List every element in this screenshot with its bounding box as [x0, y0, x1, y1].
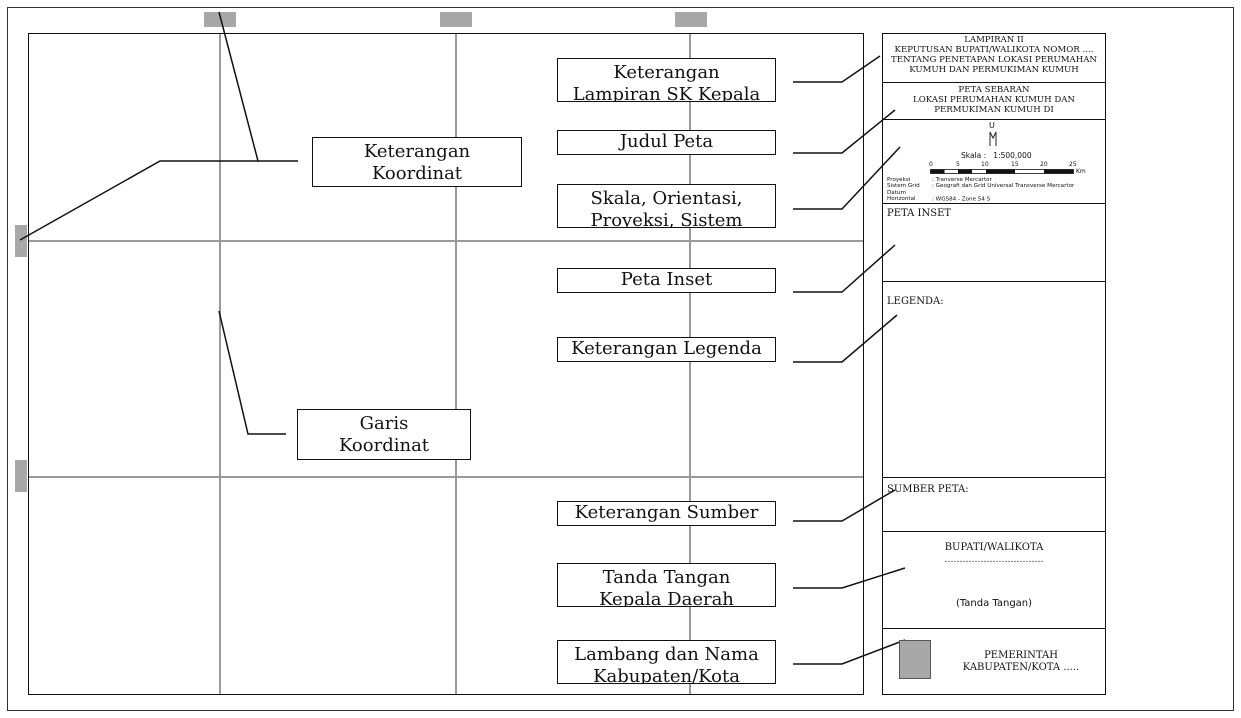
callout-sumber-line-1: Keterangan Sumber: [574, 502, 759, 523]
panel-legend: LEGENDA:: [883, 282, 1105, 478]
title-line-3: PERMUKIMAN KUMUH DI: [934, 105, 1054, 115]
callout-judul-peta: Judul Peta: [557, 130, 776, 155]
panel-scale-orientation: U Skala : 1:500,000 0 5 10 15 20 25 Km P…: [883, 120, 1105, 204]
title-line-1: PETA SEBARAN: [958, 85, 1030, 95]
grid-tick-left-1: [15, 225, 27, 257]
callout-legenda-line-1: Keterangan Legenda: [571, 338, 762, 359]
leader-skala: [793, 146, 901, 210]
grid-line-horizontal-1: [29, 240, 863, 242]
callout-keterangan-koordinat: Keterangan Koordinat: [312, 137, 522, 187]
panel-source: SUMBER PETA:: [883, 478, 1105, 532]
callout-keterangan-legenda: Keterangan Legenda: [557, 337, 776, 362]
leader-koordinat-left: [19, 160, 258, 241]
scale-tick-15: 15: [1011, 161, 1019, 168]
leader-ttd: [793, 567, 906, 589]
callout-ttd-line-1: Tanda Tangan: [602, 567, 731, 588]
callout-skala-line-2: Proyeksi, Sistem: [590, 210, 743, 228]
grid-tick-left-2: [15, 460, 27, 492]
leader-lambang: [793, 639, 906, 665]
grid-tick-top-1: [204, 12, 236, 27]
leader-legenda: [793, 314, 898, 363]
projection-block: Proyeksi : Tranverse Mercartor Sistem Gri…: [887, 177, 1074, 203]
callout-lampiran-line-1: Keterangan: [613, 62, 720, 83]
header-line-3: TENTANG PENETAPAN LOKASI PERUMAHAN: [891, 55, 1097, 65]
sheet-border: [7, 7, 1234, 711]
callout-lambang-line-2: Kabupaten/Kota: [593, 666, 740, 684]
grid-tick-top-3: [675, 12, 707, 27]
header-line-4: KUMUH DAN PERMUKIMAN KUMUH: [909, 65, 1079, 75]
callout-judul-line-1: Judul Peta: [619, 131, 714, 152]
proj-row-2: Sistem Grid : Geografi dan Grid Universal…: [887, 183, 1074, 189]
leader-judul: [793, 109, 896, 154]
callout-garis-koordinat: Garis Koordinat: [297, 409, 471, 460]
scale-tick-5: 5: [956, 161, 960, 168]
scale-bar: [930, 169, 1074, 174]
scale-tick-10: 10: [981, 161, 989, 168]
proj-key-2: Sistem Grid: [887, 183, 920, 190]
panel-inset-map: PETA INSET: [883, 204, 1105, 282]
callout-tanda-tangan: Tanda Tangan Kepala Daerah: [557, 563, 776, 607]
signature-dots: ……………………………: [944, 555, 1044, 565]
proj-row-1: Proyeksi : Tranverse Mercartor: [887, 177, 1074, 183]
panel-signature: BUPATI/WALIKOTA …………………………… (Tanda Tanga…: [883, 532, 1105, 629]
proj-val-3: : WGS84 - Zone 54 S: [932, 196, 991, 203]
proj-val-2: : Geografi dan Grid Universal Transverse…: [932, 183, 1075, 190]
government-label: PEMERINTAH KABUPATEN/KOTA .....: [937, 650, 1105, 674]
callout-garis-line-2: Koordinat: [338, 435, 430, 456]
proj-key-3: Datum Horizontal: [887, 189, 916, 203]
callout-keterangan-sumber: Keterangan Sumber: [557, 501, 776, 526]
regional-emblem-icon: [899, 640, 931, 679]
callout-skala-line-1: Skala, Orientasi,: [590, 188, 743, 209]
leader-sumber: [793, 489, 896, 522]
callout-lambang-line-1: Lambang dan Nama: [574, 644, 759, 665]
leader-lampiran: [793, 55, 881, 83]
signature-note: (Tanda Tangan): [955, 598, 1033, 609]
north-arrow-icon: [989, 131, 997, 146]
inset-label: PETA INSET: [887, 208, 952, 219]
leader-koordinat-top: [218, 11, 298, 162]
grid-line-vertical-3: [689, 34, 691, 694]
proj-val-1: : Tranverse Mercartor: [932, 177, 992, 183]
scale-tick-20: 20: [1040, 161, 1048, 168]
callout-koordinat-line-1: Keterangan: [363, 141, 471, 162]
scale-text: Skala : 1:500,000: [961, 151, 1032, 160]
panel-government: PEMERINTAH KABUPATEN/KOTA .....: [883, 629, 1105, 695]
grid-line-vertical-2: [455, 34, 457, 694]
gov-line-1: PEMERINTAH: [984, 650, 1058, 661]
grid-line-horizontal-2: [29, 476, 863, 478]
callout-lampiran-line-2: Lampiran SK Kepala: [572, 84, 761, 102]
gov-line-2: KABUPATEN/KOTA .....: [962, 662, 1080, 673]
callout-ttd-line-2: Kepala Daerah: [599, 589, 734, 607]
callout-garis-line-1: Garis: [359, 413, 409, 434]
scale-unit: Km: [1076, 168, 1086, 175]
leader-garis: [218, 310, 286, 435]
panel-lampiran-header: LAMPIRAN II KEPUTUSAN BUPATI/WALIKOTA NO…: [883, 34, 1105, 83]
panel-map-title: PETA SEBARAN LOKASI PERUMAHAN KUMUH DAN …: [883, 83, 1105, 120]
callout-keterangan-lampiran: Keterangan Lampiran SK Kepala: [557, 58, 776, 102]
header-line-2: KEPUTUSAN BUPATI/WALIKOTA NOMOR ....: [894, 45, 1094, 55]
grid-tick-top-2: [440, 12, 472, 27]
signature-title: BUPATI/WALIKOTA: [944, 542, 1044, 553]
scale-tick-0: 0: [929, 161, 933, 168]
map-frame: [28, 33, 864, 695]
proj-row-3: Datum Horizontal : WGS84 - Zone 54 S: [887, 190, 1074, 203]
callout-skala-orientasi: Skala, Orientasi, Proyeksi, Sistem: [557, 184, 776, 228]
callout-peta-inset: Peta Inset: [557, 268, 776, 293]
north-arrow-label: U: [989, 121, 995, 130]
legend-label: LEGENDA:: [887, 296, 944, 307]
scale-tick-25: 25: [1069, 161, 1077, 168]
leader-inset: [793, 244, 896, 293]
proj-key-1: Proyeksi: [887, 177, 911, 183]
callout-lambang-nama: Lambang dan Nama Kabupaten/Kota: [557, 640, 776, 684]
header-line-1: LAMPIRAN II: [964, 35, 1024, 45]
title-line-2: LOKASI PERUMAHAN KUMUH DAN: [912, 95, 1075, 105]
source-label: SUMBER PETA:: [887, 484, 969, 495]
grid-line-vertical-1: [219, 34, 221, 694]
callout-inset-line-1: Peta Inset: [620, 269, 713, 290]
map-sidebar: LAMPIRAN II KEPUTUSAN BUPATI/WALIKOTA NO…: [882, 33, 1106, 695]
callout-koordinat-line-2: Koordinat: [371, 163, 463, 184]
